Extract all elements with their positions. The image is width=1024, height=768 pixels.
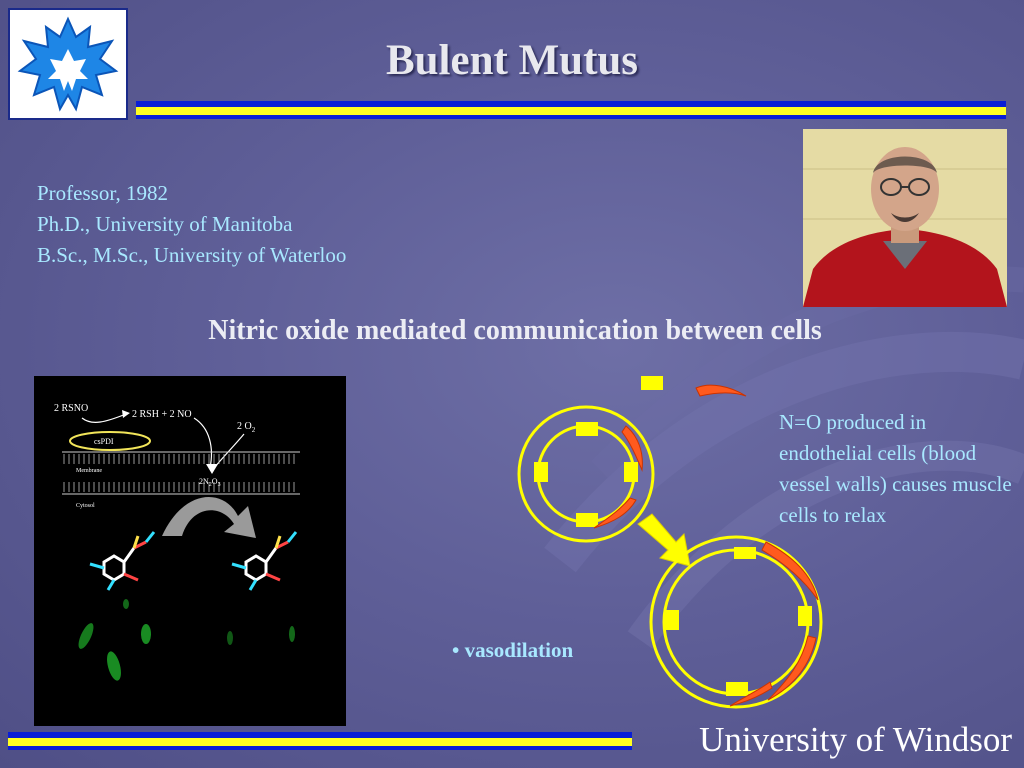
portrait-photo (803, 129, 1007, 307)
diagram-label-rsno: 2 RSNO (54, 403, 88, 414)
maple-leaf-icon (17, 16, 119, 112)
mechanism-description: N=O produced in endothelial cells (blood… (779, 410, 1012, 527)
reaction-diagram: 2 RSNO 2 RSH + 2 NO 2 O2 csPDI Membrane … (34, 376, 346, 726)
transition-arrow-icon (637, 513, 691, 567)
credentials: Professor, 1982 Ph.D., University of Man… (37, 178, 346, 271)
membrane-lipids (63, 454, 295, 492)
bullet-vasodilation: • vasodilation (452, 638, 574, 662)
footer-divider (8, 732, 632, 750)
credential-line: B.Sc., M.Sc., University of Waterloo (37, 243, 347, 267)
diagram-label-membrane: Membrane (76, 468, 102, 474)
credential-line: Professor, 1982 (37, 181, 168, 205)
muscle-cell-icon (695, 384, 747, 397)
diagram-label-cytosol: Cytosol (76, 503, 95, 509)
university-logo (8, 8, 128, 120)
credential-line: Ph.D., University of Manitoba (37, 212, 293, 236)
slide-title: Bulent Mutus (385, 37, 639, 84)
header-divider (136, 101, 1006, 119)
no-molecule-icon (641, 376, 663, 390)
molecule-icon (89, 531, 156, 591)
reaction-arrow-icon (162, 497, 256, 538)
diagram-label-rsh-no: 2 RSH + 2 NO (132, 409, 192, 420)
molecule-icon (231, 531, 298, 591)
cspdi-ellipse (69, 431, 151, 451)
diagram-label-cspdi: csPDI (94, 437, 114, 446)
diagram-label-o2: 2 O2 (237, 421, 256, 434)
diagram-label-n2o3: 2N2O3 (199, 477, 221, 488)
vessel-illustration (517, 376, 823, 709)
footer-university: University of Windsor (699, 720, 1012, 759)
fluorescent-cells (78, 599, 295, 681)
section-heading: Nitric oxide mediated communication betw… (208, 315, 822, 346)
